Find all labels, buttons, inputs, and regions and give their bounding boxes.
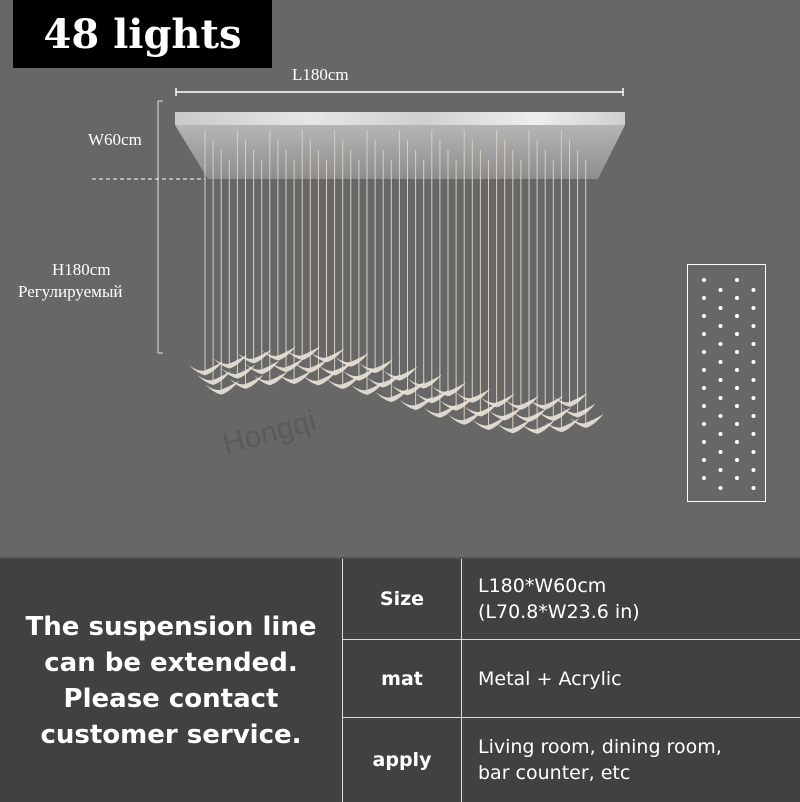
height-label: H180cm (52, 260, 111, 279)
spec-row-apply: apply Living room, dining room, bar count… (343, 718, 800, 802)
spec-value: bar counter, etc (478, 762, 631, 784)
spec-key: Size (343, 559, 462, 639)
canopy-plate (175, 125, 625, 179)
height-dimension-line (92, 100, 205, 354)
light-count-badge: 48 lights (13, 0, 272, 68)
spec-key: mat (343, 640, 462, 717)
light-count-title: 48 lights (43, 10, 242, 58)
spec-value: Metal + Acrylic (478, 667, 622, 690)
note-line: The suspension line (25, 611, 317, 642)
extension-note: The suspension line can be extended. Ple… (0, 559, 342, 802)
note-line: Please contact (63, 683, 279, 714)
length-label: L180cm (292, 65, 349, 84)
note-line: can be extended. (44, 647, 298, 678)
chandelier-illustration (92, 88, 625, 434)
length-dimension-line (175, 88, 624, 96)
spec-key: apply (343, 718, 462, 802)
width-label: W60cm (88, 130, 142, 149)
spec-panel: The suspension line can be extended. Ple… (0, 557, 800, 802)
spec-table: Size L180*W60cm (L70.8*W23.6 in) mat Meta… (342, 559, 800, 802)
spec-value: Living room, dining room, (478, 736, 722, 758)
spec-value: (L70.8*W23.6 in) (478, 601, 640, 623)
spec-value: L180*W60cm (478, 575, 607, 597)
note-line: customer service. (40, 719, 302, 750)
light-dots (702, 278, 756, 490)
light-layout-diagram (687, 264, 766, 502)
spec-row-size: Size L180*W60cm (L70.8*W23.6 in) (343, 559, 800, 640)
height-adjustable-label: Регулируемый (18, 282, 123, 301)
spec-row-material: mat Metal + Acrylic (343, 640, 800, 718)
